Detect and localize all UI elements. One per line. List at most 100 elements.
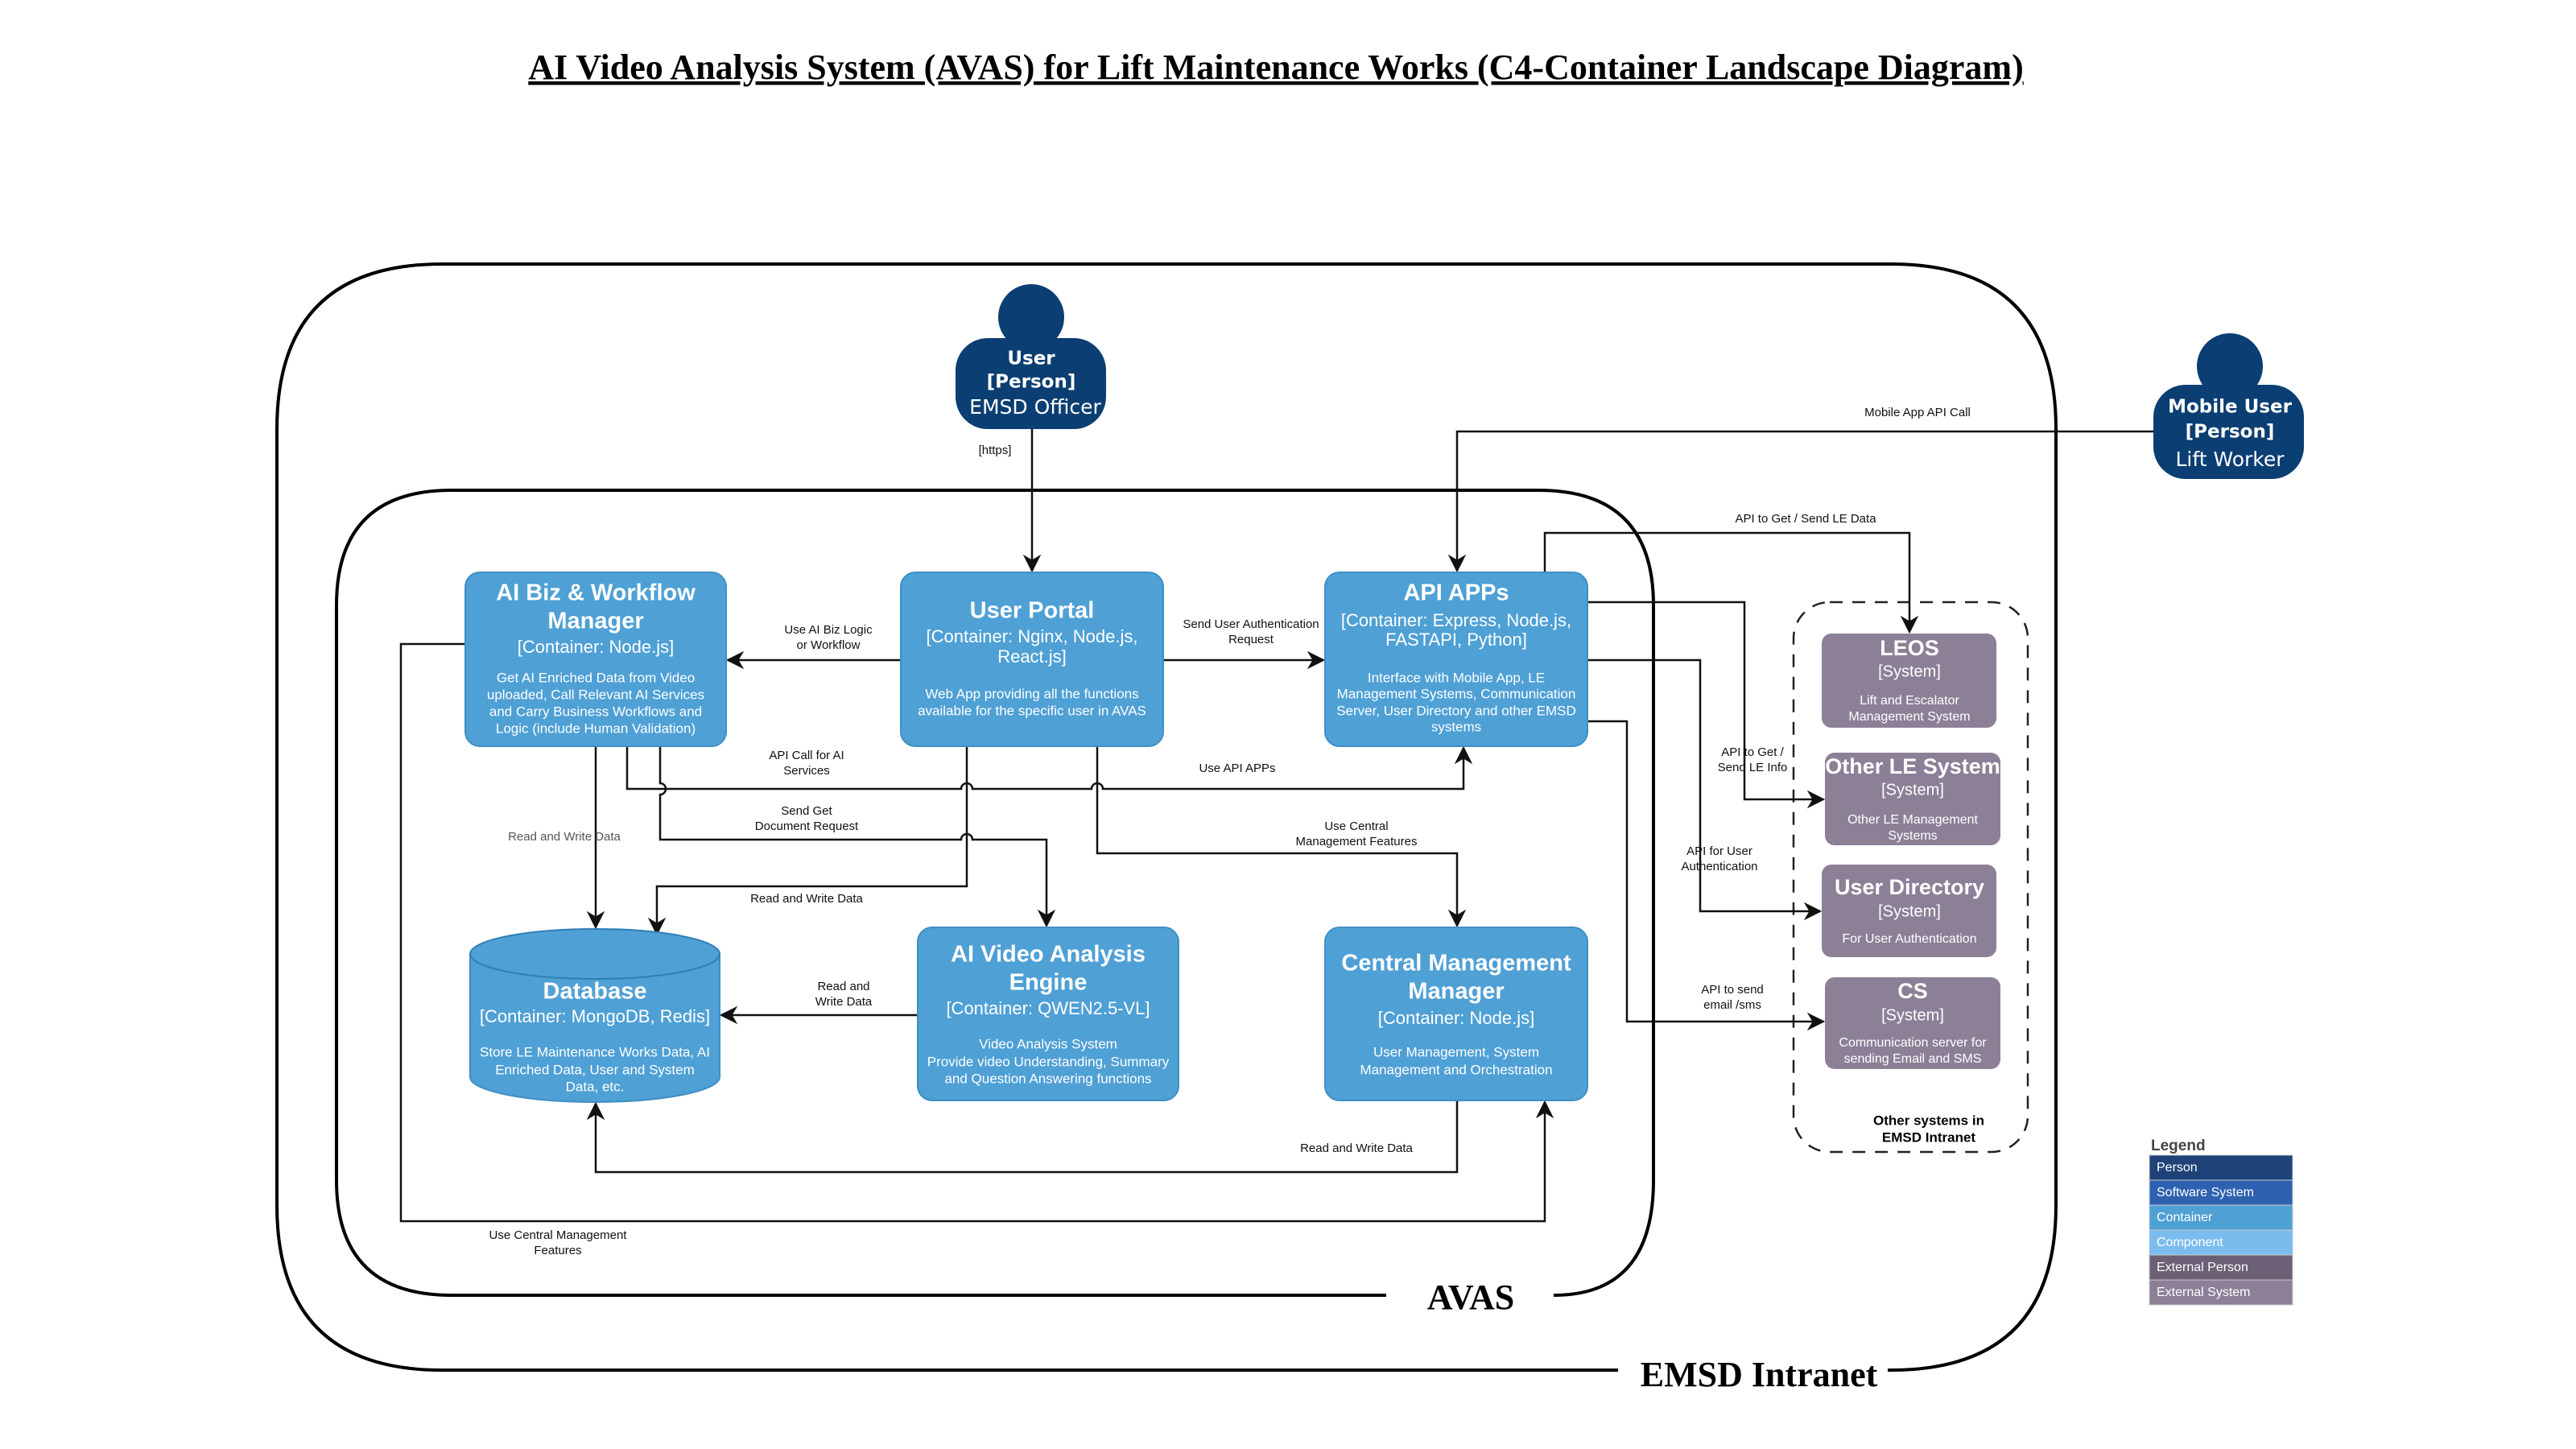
legend-swatch [2149,1254,2293,1281]
person-type: [Person] [2186,422,2275,443]
person-desc: Lift Worker [2175,448,2285,471]
label-mobile-api: Mobile App API Call [1864,406,1971,419]
system-type: [System] [1878,902,1941,920]
label-le-info: Send LE Info [1718,761,1788,774]
person-user[interactable]: User [Person] EMSD Officer [956,284,1106,429]
container-desc: and Carry Business Workflows and [489,704,702,719]
container-title: API APPs [1403,580,1509,606]
other-systems-boundary [1792,601,2029,1154]
container-desc: Provide video Understanding, Summary [927,1054,1170,1069]
container-title: AI Video Analysis [951,942,1146,968]
container-ai-video-analysis-engine[interactable]: AI Video Analysis Engine [Container: QWE… [917,927,1179,1101]
container-desc: Server, User Directory and other EMSD [1336,703,1576,718]
arrow-aibiz-central [399,642,1554,1223]
arrow-api-user-dir [1587,658,1823,921]
system-title: LEOS [1880,636,1939,660]
label-le-info: API to Get / [1721,745,1784,759]
container-desc: systems [1431,719,1481,734]
container-title: User Portal [970,598,1095,624]
label-use-central: Use Central [1324,819,1388,833]
legend-item-label: Software System [2157,1186,2254,1199]
container-title: AI Biz & Workflow [496,580,696,606]
relationships [399,429,2153,1223]
legend-swatch [2149,1179,2293,1206]
avas-boundary [335,489,1655,1297]
intranet-boundary [275,262,2058,1372]
system-title: CS [1897,979,1928,1003]
container-title: Central Management [1341,951,1571,976]
label-get-doc: Send Get [781,804,832,818]
arrow-portal-central [1096,746,1467,928]
system-title: Other LE System [1825,754,2000,778]
container-desc: Data, etc. [566,1079,625,1094]
label-auth-req: Request [1228,633,1274,646]
legend-title: Legend [2151,1137,2206,1154]
label-rw-video: Write Data [815,995,873,1009]
database-cylinder-icon [469,928,720,980]
container-desc: Interface with Mobile App, LE [1368,670,1545,685]
label-email-sms: email /sms [1703,998,1761,1012]
container-desc: Logic (include Human Validation) [496,720,696,736]
other-systems-label: EMSD Intranet [1882,1129,1976,1145]
label-ai-call: API Call for AI [769,749,844,762]
arrow-aibiz-api [625,745,1473,791]
label-le-data: API to Get / Send LE Data [1735,512,1876,526]
arrow-api-cs [1587,720,1826,1031]
container-desc: Video Analysis System [979,1036,1117,1051]
legend-swatch [2149,1229,2293,1256]
system-user-directory[interactable]: User Directory [System] For User Authent… [1822,865,1996,957]
system-desc: Communication server for [1839,1036,1987,1050]
container-desc: uploaded, Call Relevant AI Services [487,687,704,702]
arrow-aibiz-video [658,746,1056,928]
container-database[interactable]: Database [Container: MongoDB, Redis] Sto… [469,928,720,1103]
system-leos[interactable]: LEOS [System] Lift and Escalator Managem… [1822,634,1996,728]
arrow-api-other-le [1587,601,1826,809]
person-name: Mobile User [2168,397,2292,418]
container-desc: Store LE Maintenance Works Data, AI [480,1044,710,1059]
legend-swatch [2149,1204,2293,1231]
container-desc: available for the specific user in AVAS [918,703,1146,718]
container-ai-biz-workflow-manager[interactable]: AI Biz & Workflow Manager [Container: No… [464,572,727,747]
label-use-central: Management Features [1296,835,1418,848]
container-api-apps[interactable]: API APPs [Container: Express, Node.js, F… [1324,572,1588,747]
arrow-api-leos [1543,531,1919,634]
label-email-sms: API to send [1701,983,1764,997]
label-ai-call: Services [783,764,830,778]
label-use-api: Use API APPs [1199,762,1275,775]
system-type: [System] [1878,663,1941,680]
label-get-doc: Document Request [755,819,859,833]
container-user-portal[interactable]: User Portal [Container: Nginx, Node.js, … [900,572,1164,747]
label-auth-req: Send User Authentication [1183,617,1319,631]
system-desc: sending Email and SMS [1844,1052,1982,1066]
system-cs[interactable]: CS [System] Communication server for sen… [1825,977,2000,1069]
label-rw-portal: Read and Write Data [750,892,863,906]
system-desc: For User Authentication [1842,932,1976,946]
person-name: User [1007,349,1055,369]
system-other-le[interactable]: Other LE System [System] Other LE Manage… [1825,753,2000,845]
relationship-labels: [https] Mobile App API Call API to Get /… [489,406,1971,1257]
label-biz-logic: Use AI Biz Logic [784,623,873,637]
person-mobile-user[interactable]: Mobile User [Person] Lift Worker [2153,333,2304,479]
legend-item-label: Container [2157,1211,2213,1224]
system-desc: Other LE Management [1847,813,1978,827]
system-type: [System] [1881,781,1944,799]
legend-swatch [2149,1279,2293,1306]
container-desc: Management Systems, Communication [1337,686,1576,701]
label-https: [https] [979,444,1012,457]
person-body [956,338,1106,429]
other-systems-label: Other systems in [1873,1113,1984,1128]
label-rw-video: Read and [817,980,869,993]
person-type: [Person] [987,372,1076,393]
system-desc: Lift and Escalator [1860,694,1959,708]
container-tech: [Container: Nginx, Node.js, [927,626,1138,646]
legend-item-label: External Person [2157,1261,2248,1274]
container-title: Engine [1009,970,1088,996]
arrow-portal-db [647,746,968,936]
person-body [2153,385,2304,479]
label-rw-biz: Read and Write Data [508,830,621,844]
person-head-icon [2197,333,2263,399]
container-central-management-manager[interactable]: Central Management Manager [Container: N… [1324,927,1588,1101]
container-tech: [Container: Express, Node.js, [1341,610,1571,630]
